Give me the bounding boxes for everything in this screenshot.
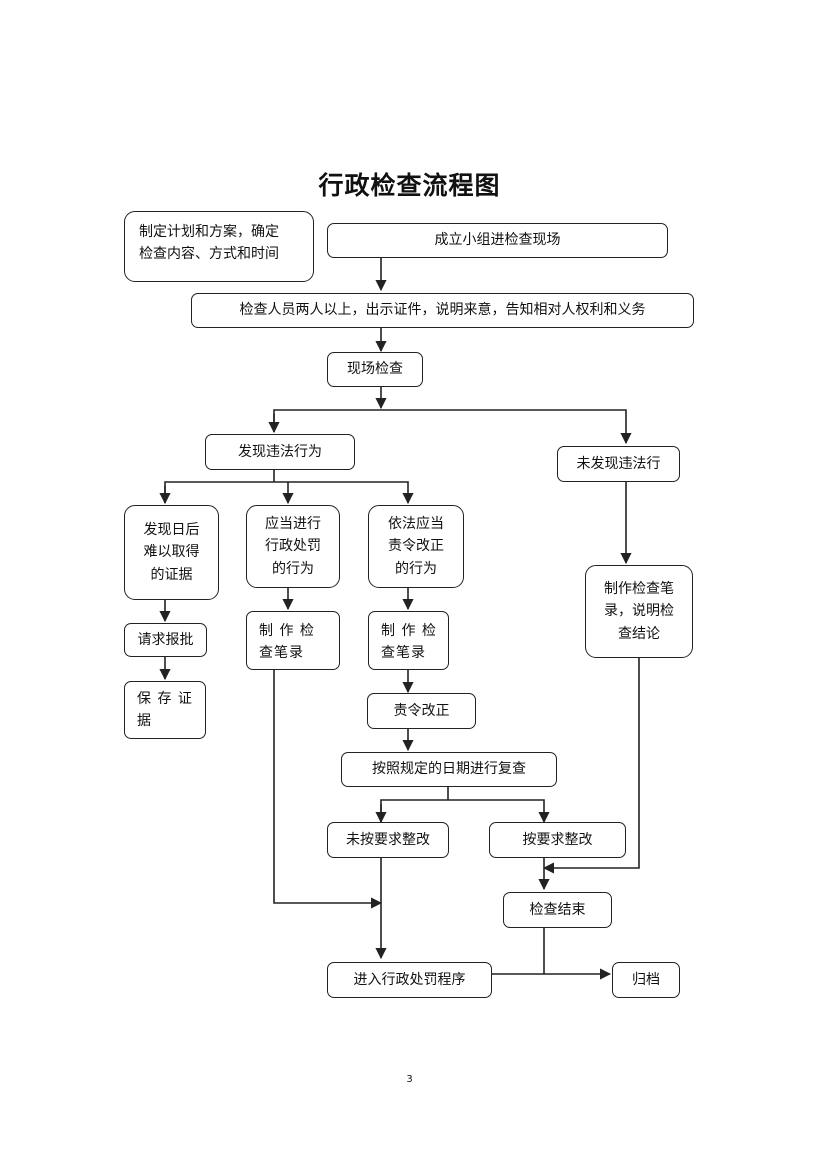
node-record-a: 制 作 检 查笔录 [246, 611, 340, 670]
node-preserve: 保 存 证 据 [124, 681, 206, 739]
node-record-b: 制 作 检 查笔录 [368, 611, 449, 670]
node-found: 发现违法行为 [205, 434, 355, 470]
node-evidence: 发现日后 难以取得 的证据 [124, 505, 219, 600]
page-number: 3 [406, 1074, 413, 1085]
node-archive: 归档 [612, 962, 680, 998]
node-end: 检查结束 [503, 892, 612, 928]
node-penalty-act: 应当进行 行政处罚 的行为 [246, 505, 340, 588]
node-not-found: 未发现违法行 [557, 446, 680, 482]
node-penalty-proc: 进入行政处罚程序 [327, 962, 492, 998]
node-plan: 制定计划和方案，确定 检查内容、方式和时间 [124, 211, 314, 282]
node-correct-act: 依法应当 责令改正 的行为 [368, 505, 464, 588]
node-record-none: 制作检查笔 录，说明检 查结论 [585, 565, 693, 658]
line-record-none-to-end [542, 658, 640, 874]
node-order-correct: 责令改正 [367, 693, 476, 729]
page-title: 行政检查流程图 [318, 171, 501, 200]
node-not-corrected: 未按要求整改 [327, 822, 449, 858]
node-recheck: 按照规定的日期进行复查 [341, 752, 557, 787]
node-corrected: 按要求整改 [489, 822, 626, 858]
recheck-split [380, 799, 550, 824]
node-onsite: 现场检查 [327, 352, 423, 387]
node-inform: 检查人员两人以上，出示证件，说明来意，告知相对人权利和义务 [191, 293, 694, 328]
branch-bar [164, 481, 414, 505]
node-form-group: 成立小组进检查现场 [327, 223, 668, 258]
line-record-a-to-penalty-proc [273, 670, 383, 909]
node-request: 请求报批 [124, 623, 207, 657]
